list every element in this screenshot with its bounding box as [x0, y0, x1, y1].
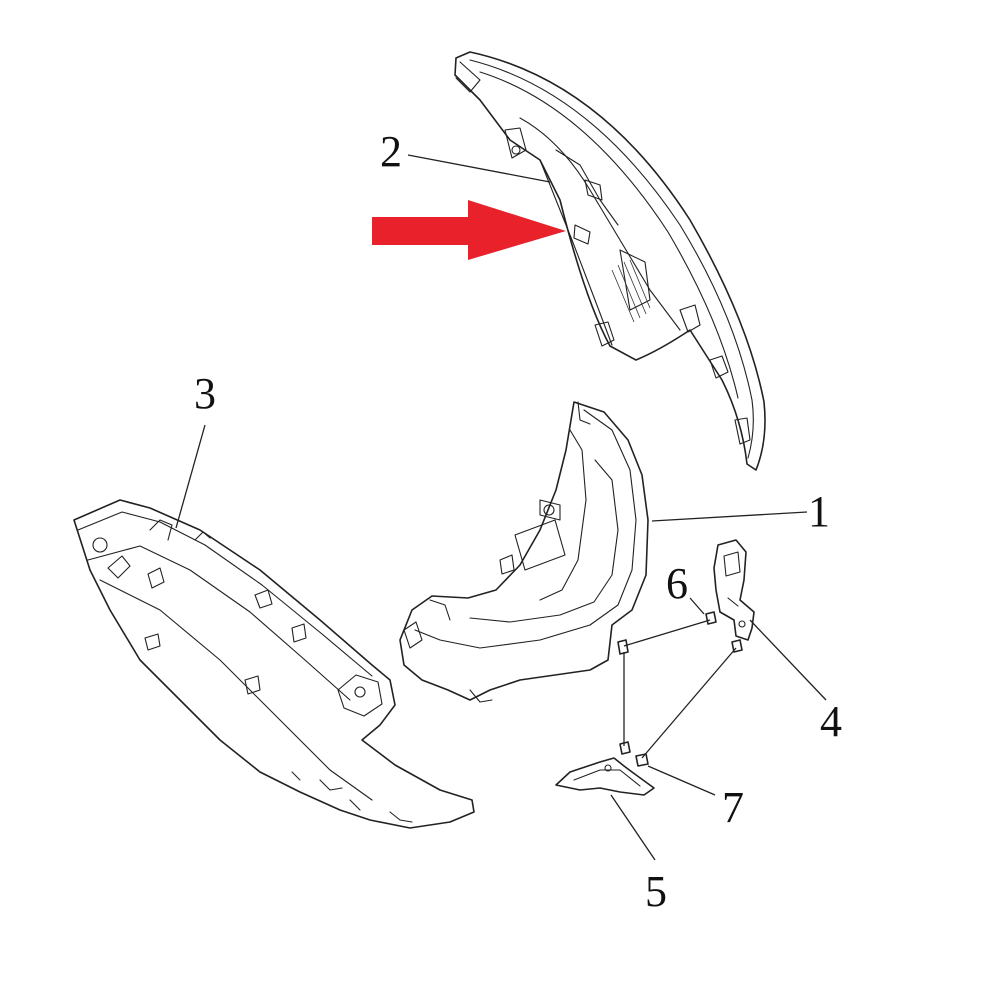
fastener-7: [619, 639, 743, 767]
callout-3: 3: [194, 369, 216, 418]
part-5-small-bracket: [555, 757, 655, 796]
callout-5: 5: [645, 867, 667, 916]
callout-1: 1: [808, 487, 830, 536]
callout-2: 2: [380, 127, 402, 176]
leader-lines: [175, 154, 827, 861]
part-4-bracket: [713, 539, 755, 641]
callout-6: 6: [666, 559, 688, 608]
callout-7: 7: [722, 783, 744, 832]
callout-4: 4: [820, 697, 842, 746]
part-3-side-panel: [73, 499, 475, 829]
red-indicator-arrow: [372, 200, 566, 260]
fastener-axis-lines: [623, 619, 737, 759]
part-1-center-housing: [399, 401, 649, 703]
part-2-upper-trim-panel: [454, 51, 766, 471]
